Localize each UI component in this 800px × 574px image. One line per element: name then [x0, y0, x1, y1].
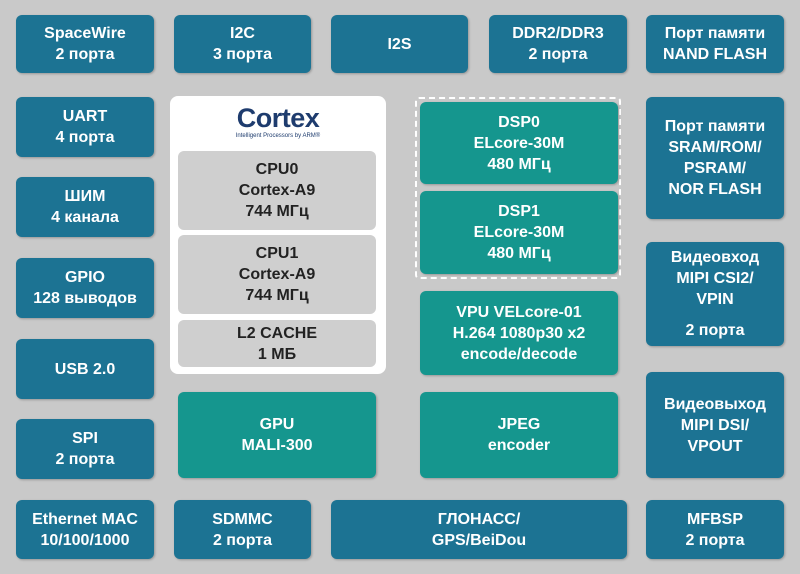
block-spacewire: SpaceWire 2 порта: [16, 15, 154, 73]
block-label: GPIO: [64, 269, 105, 286]
block-i2s: I2S: [331, 15, 468, 73]
block-label: MIPI DSI/: [680, 416, 750, 434]
block-label: I2C: [230, 25, 255, 42]
block-usb: USB 2.0: [16, 339, 154, 399]
block-label: 4 канала: [51, 209, 119, 226]
block-label: 3 порта: [212, 46, 273, 63]
block-label: 2 порта: [685, 322, 745, 339]
block-sdmmc: SDMMC 2 порта: [174, 500, 311, 559]
block-label: DSP0: [498, 113, 540, 131]
block-label: 1 МБ: [257, 345, 297, 363]
block-label: VPU VELcore-01: [456, 303, 582, 321]
block-label: Cortex-A9: [238, 182, 316, 199]
block-label: CPU0: [255, 161, 299, 178]
block-label: ELcore-30M: [473, 134, 565, 152]
block-gpio: GPIO 128 выводов: [16, 258, 154, 318]
block-label: VPOUT: [687, 437, 743, 455]
block-label: USB 2.0: [54, 360, 116, 378]
block-label: ГЛОНАСС/: [437, 510, 521, 528]
block-label: H.264 1080p30 x2: [452, 324, 586, 342]
block-label: NOR FLASH: [668, 181, 762, 198]
block-label: 2 порта: [55, 451, 115, 468]
block-label: UART: [62, 108, 108, 125]
block-label: Ethernet MAC: [32, 510, 138, 528]
logo-wordmark: Cortex: [236, 103, 320, 133]
block-spi: SPI 2 порта: [16, 419, 154, 479]
block-label: 2 порта: [528, 46, 588, 63]
block-label: ШИМ: [64, 188, 106, 205]
block-ethernet-mac: Ethernet MAC 10/100/1000: [16, 500, 154, 559]
block-label: NAND FLASH: [663, 46, 767, 63]
block-label: Видеовход: [670, 249, 760, 266]
block-label: Порт памяти: [664, 25, 766, 42]
dsp-cluster-frame: [415, 97, 621, 279]
block-ddr: DDR2/DDR3 2 порта: [489, 15, 627, 73]
block-label: PSRAM/: [683, 160, 747, 177]
block-label: 2 порта: [55, 46, 115, 63]
block-label: 2 порта: [685, 531, 745, 549]
block-label: 744 МГц: [245, 287, 309, 304]
block-label: DSP1: [498, 203, 540, 220]
block-gpu: GPU MALI-300: [178, 392, 376, 478]
block-mfbsp: MFBSP 2 порта: [646, 500, 784, 559]
block-uart: UART 4 порта: [16, 97, 154, 157]
block-label: 480 МГц: [487, 155, 551, 173]
block-label: 128 выводов: [33, 290, 137, 307]
block-pwm: ШИМ 4 канала: [16, 177, 154, 237]
block-label: DDR2/DDR3: [512, 25, 604, 42]
block-label: 480 МГц: [487, 245, 551, 262]
block-label: SRAM/ROM/: [668, 139, 762, 156]
block-l2-cache: L2 CACHE 1 МБ: [178, 320, 376, 367]
block-label: I2S: [387, 35, 412, 53]
cortex-logo: Cortex Intelligent Processors by ARM®: [178, 104, 378, 140]
block-label: 744 МГц: [245, 203, 309, 220]
block-label: SpaceWire: [44, 25, 126, 42]
block-label: MALI-300: [241, 437, 313, 454]
block-label: L2 CACHE: [236, 324, 317, 342]
block-label: encode/decode: [460, 345, 578, 363]
block-label: GPS/BeiDou: [431, 531, 527, 549]
block-label: CPU1: [255, 245, 299, 262]
block-label: SPI: [72, 430, 98, 447]
block-label: MIPI CSI2/: [676, 270, 754, 287]
block-glonass: ГЛОНАСС/GPS/BeiDou: [331, 500, 627, 559]
block-label: 10/100/1000: [40, 531, 130, 549]
block-label: JPEG: [497, 416, 541, 433]
block-label: 2 порта: [212, 531, 273, 549]
logo-tagline: Intelligent Processors by ARM®: [235, 133, 321, 139]
block-label: SDMMC: [212, 510, 273, 528]
block-label: Видеовыход: [664, 395, 766, 413]
block-jpeg: JPEG encoder: [420, 392, 618, 478]
block-label: Порт памяти: [664, 118, 766, 135]
block-label: Cortex-A9: [238, 266, 316, 283]
block-label: GPU: [259, 416, 295, 433]
block-label: 4 порта: [55, 129, 115, 146]
block-label: encoder: [487, 437, 551, 454]
block-label: VPIN: [696, 291, 734, 308]
block-label: MFBSP: [687, 510, 743, 528]
block-i2c: I2C 3 порта: [174, 15, 311, 73]
block-label: ELcore-30M: [473, 224, 565, 241]
